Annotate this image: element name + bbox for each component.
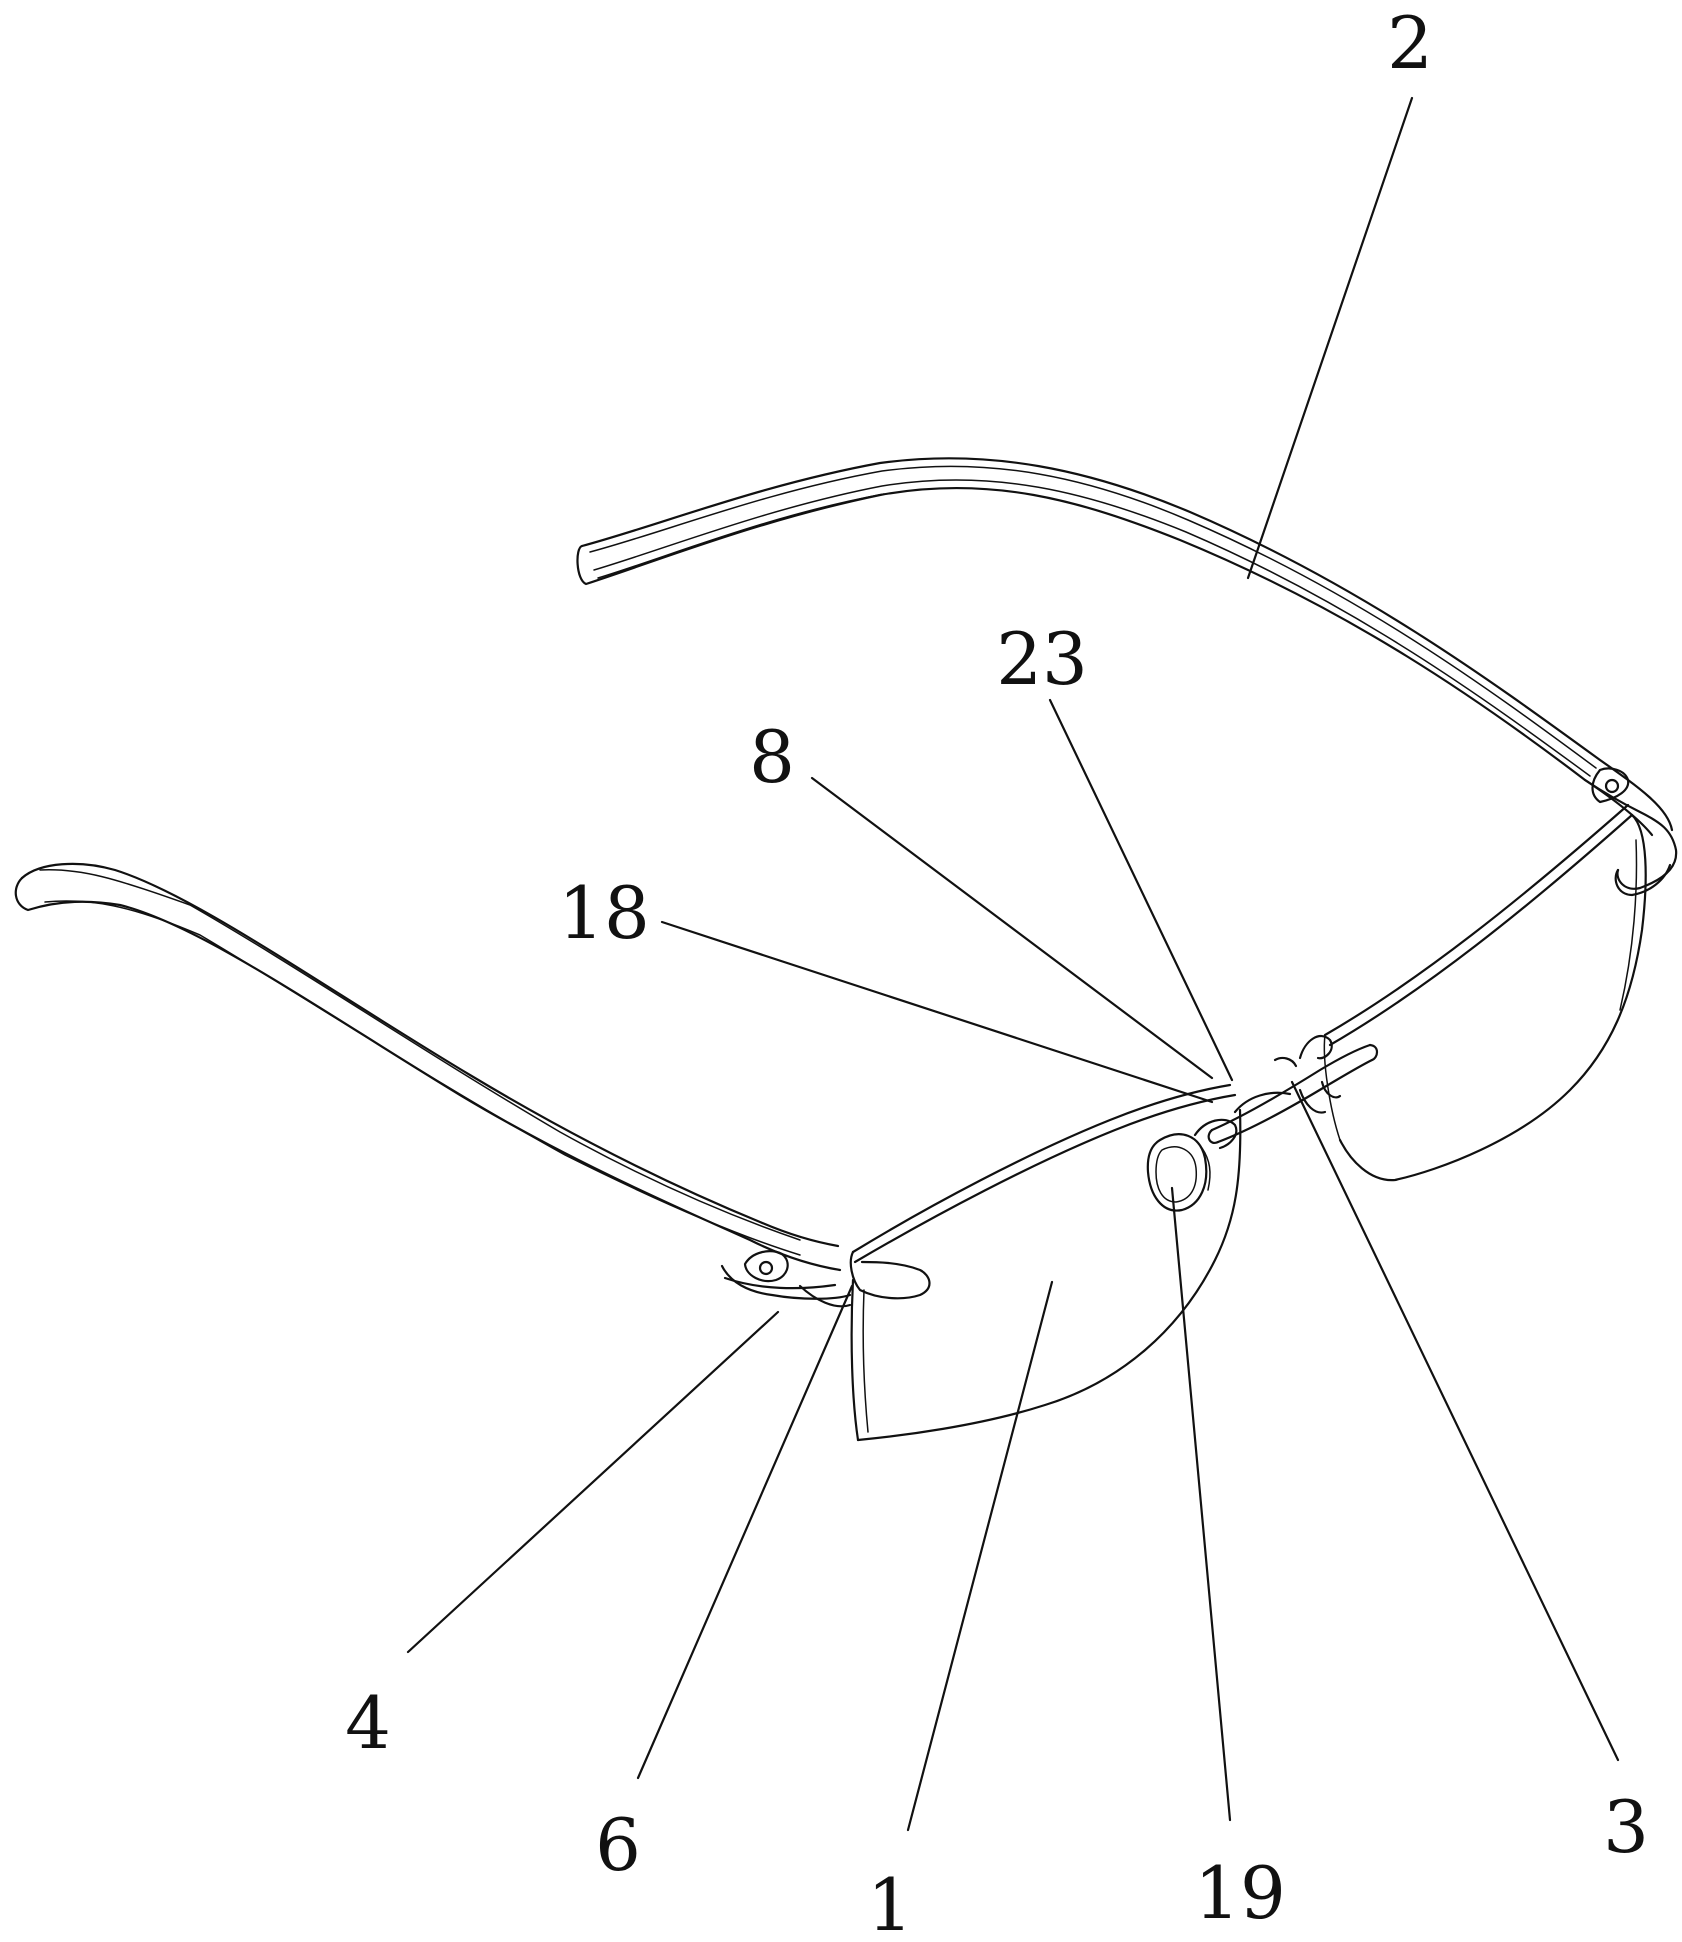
label-18: 18 bbox=[558, 871, 650, 955]
right-temple-arm bbox=[576, 457, 1678, 897]
leader-1 bbox=[906, 1280, 1054, 1832]
right-lens bbox=[1323, 803, 1647, 1182]
leader-2 bbox=[1246, 96, 1414, 580]
label-6: 6 bbox=[595, 1803, 641, 1887]
leader-lines bbox=[406, 96, 1620, 1832]
nose-pad bbox=[1146, 1118, 1238, 1212]
label-23: 23 bbox=[996, 617, 1088, 701]
label-19: 19 bbox=[1194, 1851, 1286, 1935]
leader-8 bbox=[810, 776, 1214, 1080]
reference-numerals: 2 23 8 18 4 6 1 19 3 bbox=[345, 1, 1649, 1942]
leader-23 bbox=[1048, 698, 1234, 1082]
label-2: 2 bbox=[1387, 1, 1433, 85]
leader-6 bbox=[636, 1284, 854, 1780]
leader-18 bbox=[660, 920, 1214, 1104]
label-1: 1 bbox=[867, 1863, 913, 1942]
label-8: 8 bbox=[749, 715, 795, 799]
leader-4 bbox=[406, 1310, 780, 1654]
label-3: 3 bbox=[1603, 1785, 1649, 1869]
left-temple-arm bbox=[14, 862, 852, 1308]
leader-3 bbox=[1290, 1080, 1620, 1762]
left-lens bbox=[849, 1083, 1242, 1442]
bridge bbox=[1207, 1034, 1379, 1144]
leader-19 bbox=[1170, 1186, 1232, 1822]
label-4: 4 bbox=[345, 1681, 391, 1765]
